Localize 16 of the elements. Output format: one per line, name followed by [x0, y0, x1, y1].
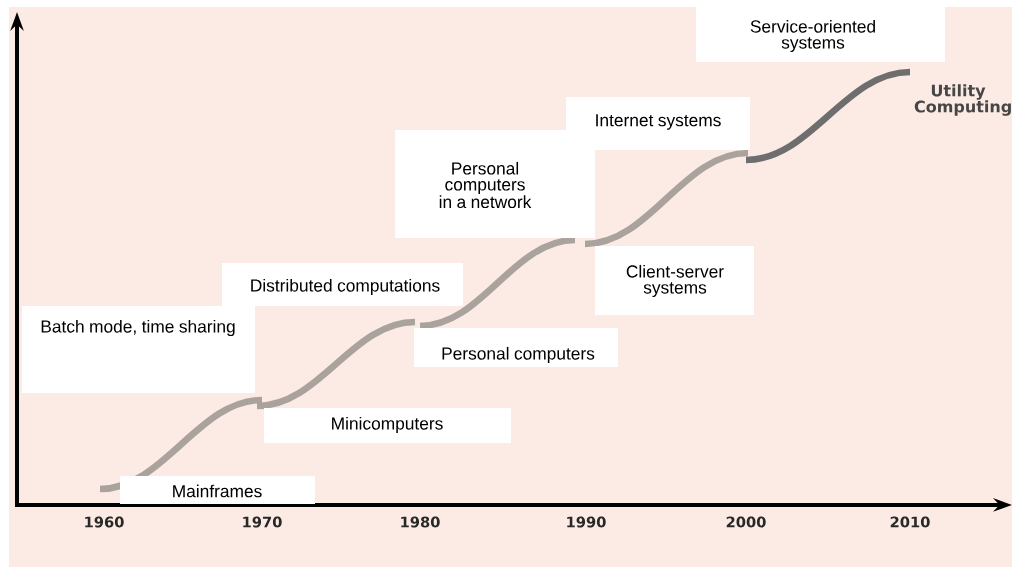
tick-label: 2000 — [726, 516, 766, 528]
label-box: Personal computers — [414, 328, 618, 367]
label-box: Service-oriented systems — [696, 7, 945, 62]
tick-label: 1980 — [401, 516, 440, 528]
label-box: Distributed computations — [222, 263, 463, 306]
label-box: Batch mode, time sharing — [22, 306, 255, 393]
tick-label: 1960 — [85, 516, 124, 528]
label-box: Minicomputers — [264, 408, 511, 443]
utility-label: Utility Computing — [914, 84, 1011, 116]
node-label: Service-oriented systems — [750, 19, 875, 53]
label-box: Personal computers in a network — [395, 130, 595, 238]
tick-label: 2010 — [890, 516, 930, 528]
label-box: Mainframes — [120, 476, 315, 504]
label-box: Internet systems — [566, 97, 750, 150]
tick-label: 1990 — [567, 516, 606, 528]
label-box: Client-server systems — [595, 246, 754, 315]
